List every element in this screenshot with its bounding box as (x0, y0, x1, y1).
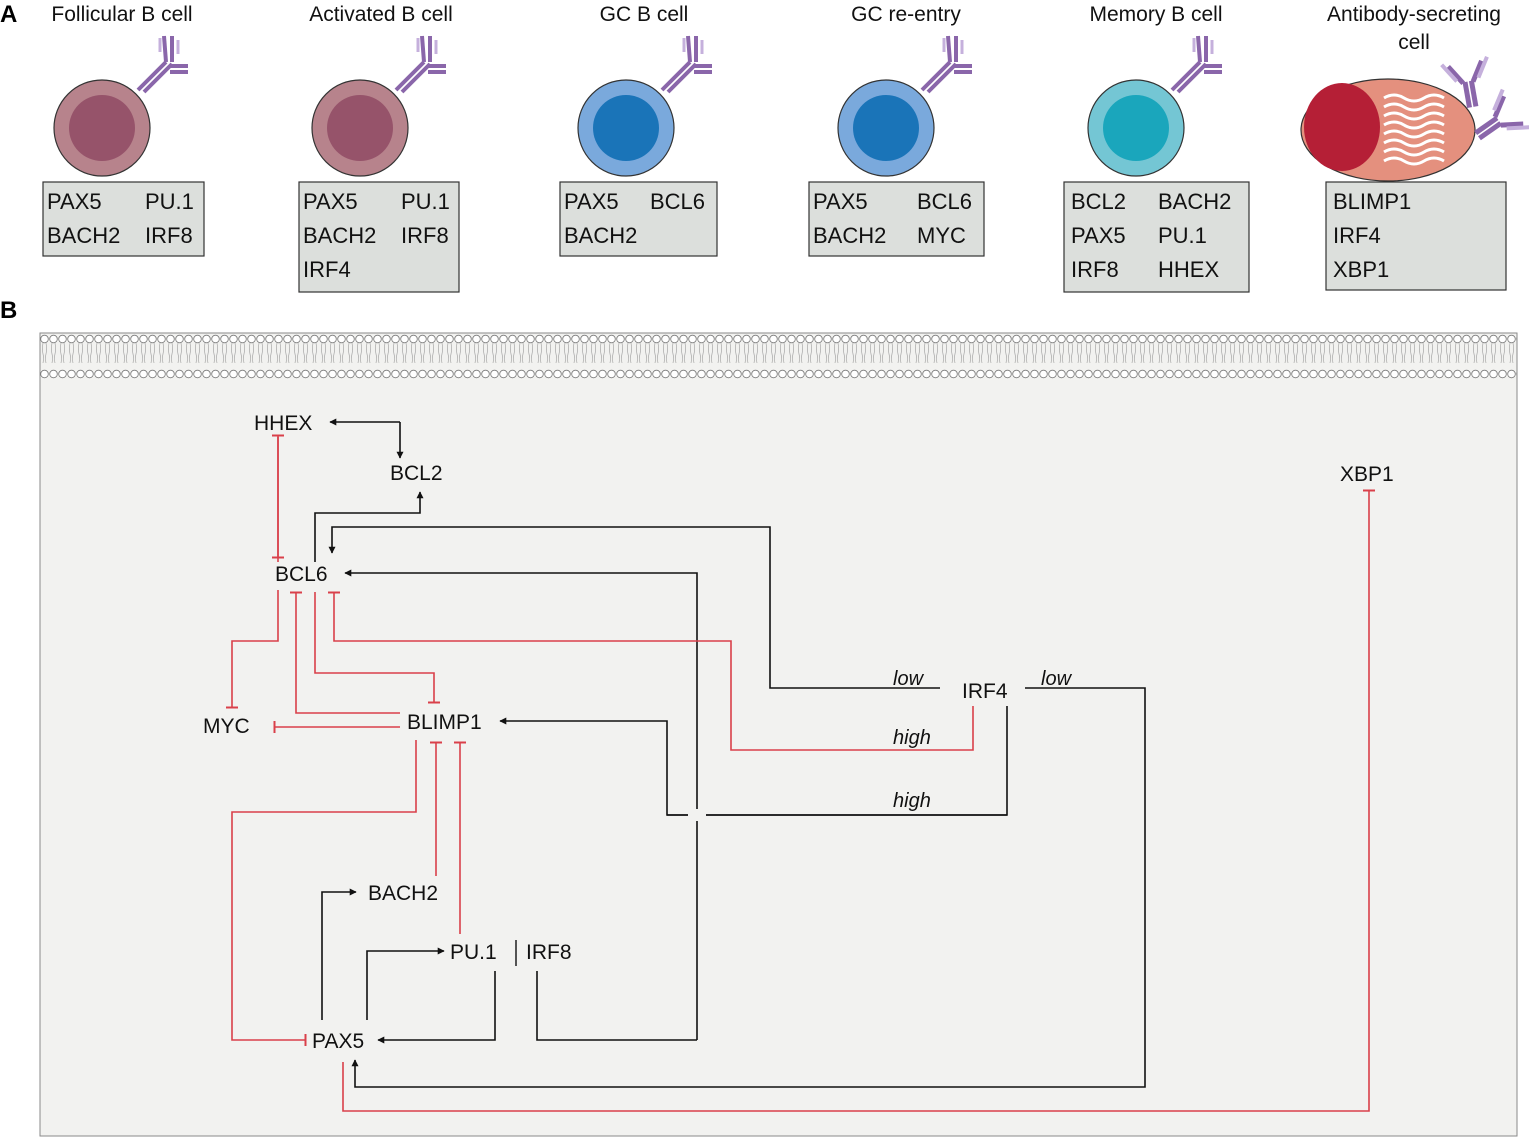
edge-pax5-pu1-activation (366, 947, 445, 1020)
edge-irf4-low-pax5 (351, 687, 1146, 1088)
marker-label: PAX5 (303, 189, 358, 214)
marker-label: IRF8 (401, 223, 449, 248)
marker-box (298, 181, 460, 293)
edge-blimp1-represses-bcl6 (290, 591, 400, 714)
edge-irf4-low-bcl6 (328, 526, 940, 689)
edge-bcl6-bcl2-activation (314, 491, 424, 562)
marker-label: BCL6 (917, 189, 972, 214)
endoplasmic-reticulum-icon (1383, 93, 1445, 166)
marker-label: PU.1 (401, 189, 450, 214)
marker-label: BLIMP1 (1333, 189, 1411, 214)
marker-box (808, 181, 985, 257)
cell-nucleus (327, 95, 393, 161)
crossing-gap (688, 809, 706, 821)
label-high-bottom: high (893, 790, 931, 812)
panel-letter-a: A (0, 1, 17, 28)
label-low-right: low (1041, 668, 1073, 690)
marker-label: BACH2 (564, 223, 637, 248)
antibody-icon (1474, 88, 1529, 141)
marker-box (42, 181, 205, 257)
marker-label: IRF8 (1071, 257, 1119, 282)
cell-title: GC B cell (600, 3, 689, 26)
marker-label: PAX5 (813, 189, 868, 214)
bcr-icon (394, 35, 446, 94)
label-high-top: high (893, 727, 931, 749)
node-myc: MYC (203, 715, 250, 738)
antibody-icon (1440, 56, 1489, 109)
marker-label: PU.1 (145, 189, 194, 214)
network-nodes: HHEX BCL2 BCL6 MYC BLIMP1 IRF4 XBP1 BACH… (203, 412, 1394, 1053)
node-bcl6: BCL6 (275, 563, 328, 586)
cell-title: cell (1398, 31, 1430, 54)
cell-nucleus (853, 95, 919, 161)
marker-box (1325, 181, 1507, 291)
node-pu1: PU.1 (450, 941, 497, 964)
edge-bcl6-represses-myc (226, 590, 279, 709)
label-low-left: low (893, 668, 925, 690)
edge-irf8-bcl6-activation (344, 569, 698, 1040)
edge-blimp1-represses-pax5 (231, 740, 417, 1046)
marker-box (559, 181, 718, 257)
marker-label: MYC (917, 223, 966, 248)
node-irf8: IRF8 (526, 941, 572, 964)
marker-label: BCL2 (1071, 189, 1126, 214)
cell-nucleus (593, 95, 659, 161)
marker-label: IRF8 (145, 223, 193, 248)
node-xbp1: XBP1 (1340, 463, 1394, 486)
marker-label: PU.1 (1158, 223, 1207, 248)
node-blimp1: BLIMP1 (407, 711, 482, 734)
node-bach2: BACH2 (368, 882, 438, 905)
cell-title: GC re-entry (851, 3, 961, 26)
edge-irf4-high-represses-bcl6 (328, 591, 974, 751)
network-edges (226, 418, 1375, 1112)
marker-label: PAX5 (1071, 223, 1126, 248)
marker-label: XBP1 (1333, 257, 1389, 282)
marker-box (1063, 181, 1250, 293)
level-labels: low low high high (893, 668, 1073, 812)
node-pax5: PAX5 (312, 1030, 364, 1053)
marker-label: BACH2 (1158, 189, 1231, 214)
bcr-icon (660, 35, 712, 94)
marker-label: IRF4 (1333, 223, 1381, 248)
edge-bcl6-represses-blimp1 (314, 592, 440, 704)
node-bcl2: BCL2 (390, 462, 443, 485)
cell-membrane (40, 333, 1517, 381)
marker-label: PAX5 (47, 189, 102, 214)
cell-nucleus (69, 95, 135, 161)
bcr-icon (1170, 35, 1222, 94)
marker-label: IRF4 (303, 257, 351, 282)
edge-pax5-represses-xbp1 (342, 489, 1375, 1112)
marker-label: BACH2 (813, 223, 886, 248)
node-hhex: HHEX (254, 412, 312, 435)
marker-label: PAX5 (564, 189, 619, 214)
cell-title: Antibody-secreting (1327, 3, 1501, 26)
cell-title: Memory B cell (1089, 3, 1222, 26)
edge-pax5-bach2-activation (321, 888, 357, 1020)
cell-cytoplasm (39, 332, 1518, 1137)
bcr-icon (920, 35, 972, 94)
edge-pu1-pax5-activation (377, 971, 496, 1044)
cell-title: Follicular B cell (51, 3, 192, 26)
node-irf4: IRF4 (962, 680, 1008, 703)
panel-letter-b: B (0, 297, 17, 324)
marker-label: BCL6 (650, 189, 705, 214)
cell-nucleus (1304, 83, 1380, 171)
edge-irf8-line (536, 971, 697, 1041)
bcr-icon (136, 35, 188, 94)
marker-label: BACH2 (47, 223, 120, 248)
marker-label: HHEX (1158, 257, 1219, 282)
marker-label: BACH2 (303, 223, 376, 248)
cell-title: Activated B cell (309, 3, 453, 26)
cell-nucleus (1103, 95, 1169, 161)
